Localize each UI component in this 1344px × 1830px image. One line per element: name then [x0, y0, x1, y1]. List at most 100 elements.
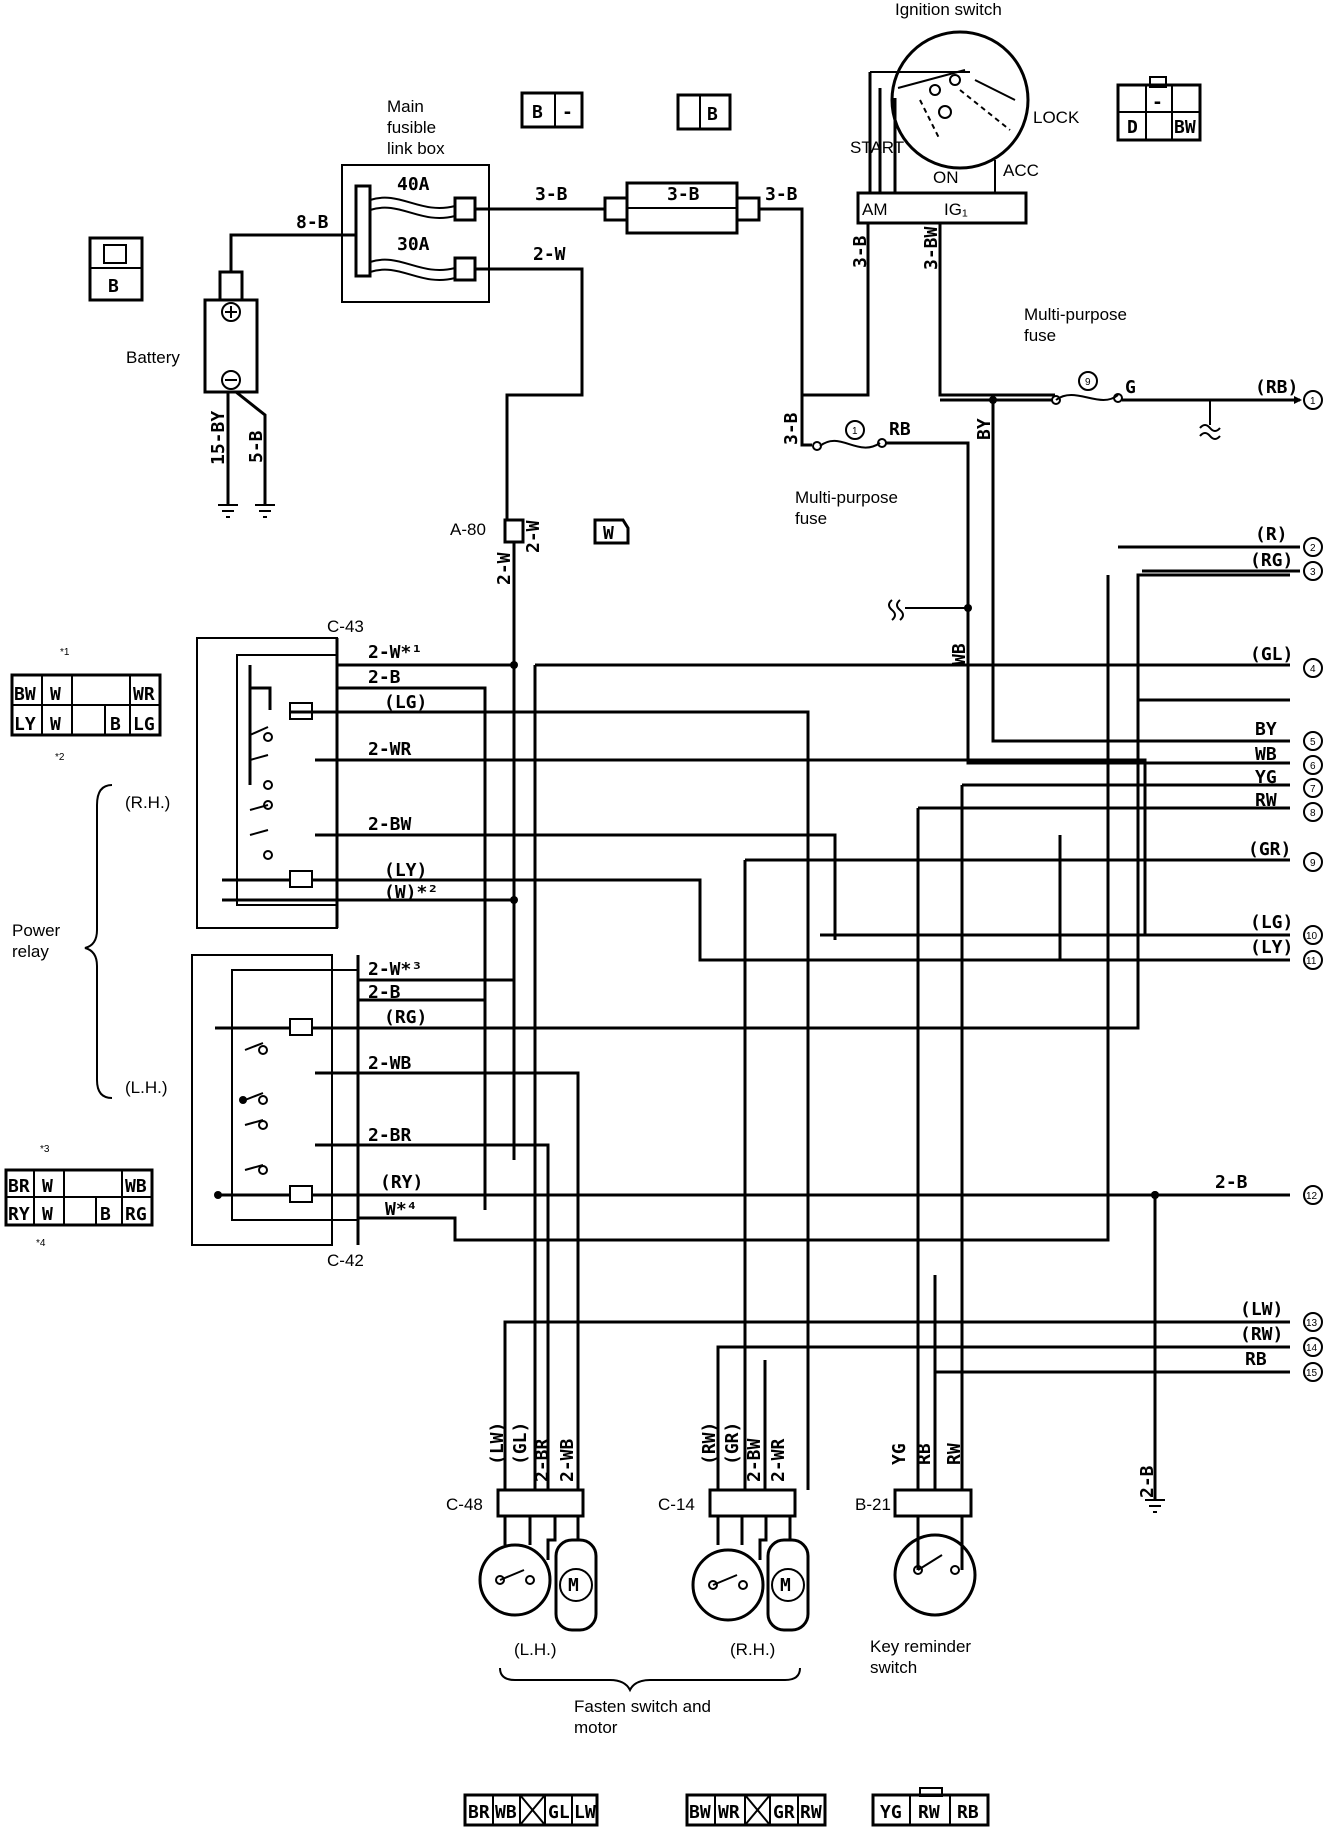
svg-text:LG: LG [133, 714, 155, 735]
output-12: 2-B12 [1215, 1172, 1323, 1205]
output-14: (RW)14 [1240, 1324, 1323, 1357]
wire-8b [229, 233, 356, 272]
svg-text:2-W: 2-W [523, 520, 544, 553]
c14-label: C-14 [658, 1495, 695, 1514]
svg-text:2-BR: 2-BR [368, 1125, 412, 1146]
svg-text:WB: WB [125, 1176, 147, 1197]
svg-text:(RW): (RW) [699, 1422, 720, 1465]
svg-text:RY: RY [8, 1204, 30, 1225]
connector-b: B [676, 93, 732, 131]
svg-text:3-B: 3-B [535, 184, 568, 205]
a80-label: A-80 [450, 520, 486, 539]
svg-text:(RW): (RW) [1240, 1324, 1283, 1345]
svg-text:G: G [1125, 377, 1136, 398]
svg-text:Multi-purpose: Multi-purpose [795, 488, 898, 507]
ignition-switch-title: Ignition switch [895, 0, 1002, 19]
svg-text:M: M [568, 1575, 579, 1596]
c14-connector-icon: BW WR GR RW [685, 1793, 827, 1827]
svg-text:BR: BR [8, 1176, 30, 1197]
svg-text:5: 5 [1310, 737, 1316, 748]
svg-text:(GR): (GR) [1248, 839, 1291, 860]
output-8: RW8 [1255, 790, 1323, 822]
svg-text:6: 6 [1310, 761, 1316, 772]
svg-text:2: 2 [1310, 543, 1316, 554]
svg-text:(GL): (GL) [510, 1422, 531, 1465]
svg-text:B: B [532, 102, 543, 123]
svg-text:(LY): (LY) [384, 860, 427, 881]
svg-text:(W)*²: (W)*² [384, 882, 438, 903]
svg-text:2-W: 2-W [533, 244, 566, 265]
output-9: (GR)9 [1248, 839, 1323, 872]
svg-text:3-B: 3-B [667, 184, 700, 205]
svg-text:(R.H.): (R.H.) [125, 793, 170, 812]
output-13: (LW)13 [1240, 1299, 1323, 1332]
svg-text:LW: LW [574, 1802, 596, 1823]
svg-text:GR: GR [773, 1802, 795, 1823]
output-terminals: 1 (R)2 (RG)3 (GL)4 BY5 WB6 YG7 RW8 (GR)9… [1118, 390, 1323, 1382]
svg-text:BR: BR [468, 1802, 490, 1823]
svg-text:B: B [108, 276, 119, 297]
output-4: (GL)4 [1250, 644, 1323, 678]
svg-text:W*⁴: W*⁴ [385, 1199, 418, 1220]
svg-text:Fasten switch and: Fasten switch and [574, 1697, 711, 1716]
svg-text:(LG): (LG) [1250, 912, 1293, 933]
battery-label: Battery [126, 348, 180, 367]
svg-text:BY: BY [1255, 719, 1277, 740]
b21-key-reminder-switch: YG RB RW B-21 [855, 1443, 977, 1617]
svg-text:2-B: 2-B [368, 982, 401, 1003]
svg-text:(LG): (LG) [384, 692, 427, 713]
svg-text:BW: BW [689, 1802, 711, 1823]
svg-text:Multi-purpose: Multi-purpose [1024, 305, 1127, 324]
svg-text:RW: RW [800, 1802, 822, 1823]
output-6: WB6 [1255, 744, 1323, 775]
svg-text:RG: RG [125, 1204, 147, 1225]
c42-connector: *3 BR W WB RY W B RG *4 [4, 1144, 154, 1249]
fasten-switch-brace [499, 1667, 801, 1693]
svg-text:D: D [1127, 117, 1138, 138]
svg-text:2-BW: 2-BW [744, 1438, 765, 1482]
svg-text:RB: RB [1245, 1349, 1267, 1370]
c43-connector: *1 BW W WR LY W B LG *2 [10, 647, 162, 763]
svg-text:12: 12 [1306, 1191, 1318, 1202]
svg-text:BW: BW [1174, 117, 1196, 138]
svg-text:fusible: fusible [387, 118, 436, 137]
output-3: (RG)3 [1142, 550, 1323, 581]
ignition-start-label: START [850, 138, 904, 157]
svg-text:5-B: 5-B [246, 430, 267, 463]
svg-text:RW: RW [1255, 790, 1277, 811]
svg-text:8-B: 8-B [296, 212, 329, 233]
ignition-switch: Ignition switch START LOCK ON ACC AM IG₁ [850, 0, 1080, 225]
output-2: (R)2 [1118, 524, 1323, 557]
svg-text:(L.H.): (L.H.) [125, 1078, 168, 1097]
svg-text:fuse: fuse [795, 509, 827, 528]
w-connector: W [593, 518, 630, 545]
svg-text:B: B [110, 714, 121, 735]
battery: Battery [126, 270, 259, 394]
svg-text:(LY): (LY) [1250, 937, 1293, 958]
svg-text:3-B: 3-B [781, 412, 802, 445]
svg-text:(GL): (GL) [1250, 644, 1293, 665]
svg-text:M: M [780, 1575, 791, 1596]
svg-text:2-BW: 2-BW [368, 814, 412, 835]
svg-text:-: - [562, 102, 573, 123]
svg-text:11: 11 [1306, 956, 1317, 967]
svg-text:W: W [603, 523, 614, 544]
output-15: RB 15 [1245, 1349, 1323, 1382]
c48-fasten-switch-lh: (LW) (GL) 2-BR 2-WB C-48 M [446, 1422, 598, 1632]
b21-connector-icon: YG RW RB [871, 1787, 990, 1827]
svg-text:(L.H.): (L.H.) [514, 1640, 557, 1659]
ignition-acc-label: ACC [1003, 161, 1039, 180]
svg-text:WB: WB [495, 1802, 517, 1823]
svg-text:LY: LY [14, 714, 36, 735]
svg-text:15: 15 [1306, 1368, 1318, 1379]
svg-text:BY: BY [974, 418, 995, 440]
svg-text:2-WR: 2-WR [768, 1438, 789, 1482]
multi-purpose-fuse-upper: Multi-purpose fuse 9 [1024, 305, 1127, 405]
c48-connector-icon: BR WB GL LW [463, 1793, 599, 1827]
svg-text:3-B: 3-B [850, 235, 871, 268]
svg-text:(RB): (RB) [1255, 377, 1298, 398]
svg-text:WR: WR [133, 684, 155, 705]
output-10: (LG)10 [1250, 912, 1323, 945]
svg-text:13: 13 [1306, 1318, 1318, 1329]
